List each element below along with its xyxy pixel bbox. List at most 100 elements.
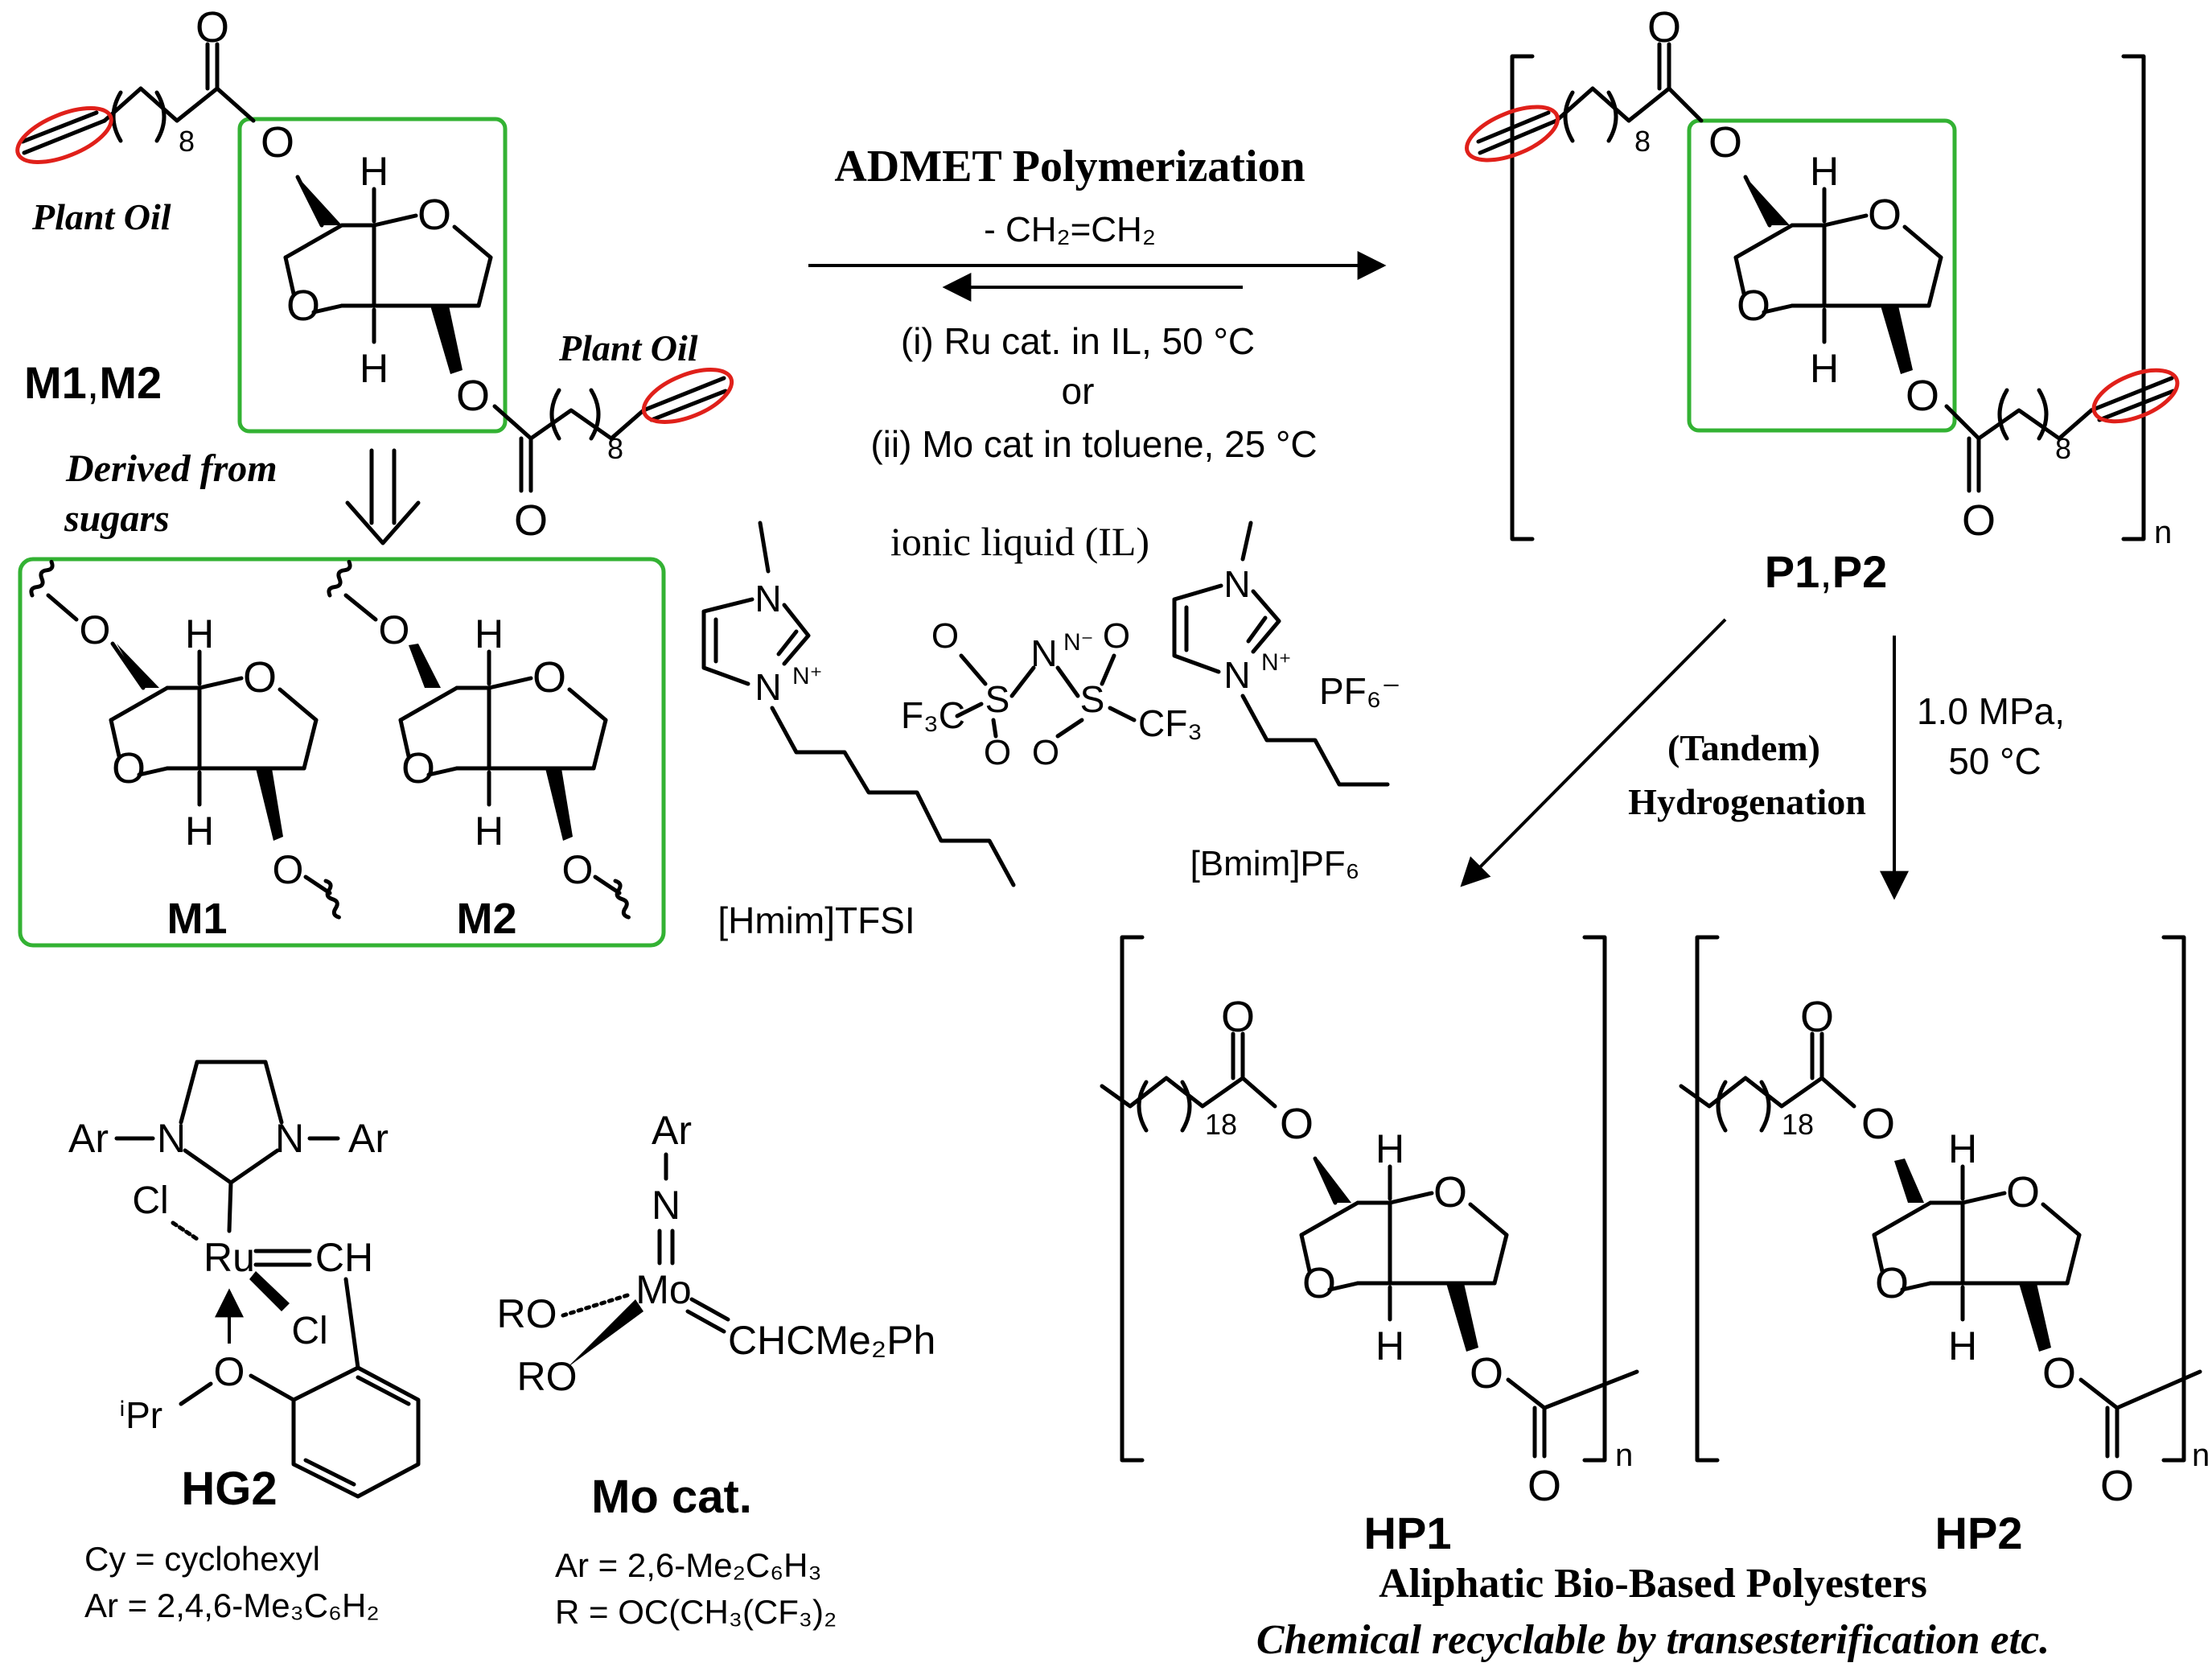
svg-text:Ar: Ar xyxy=(68,1116,109,1161)
isosorbide-highlight-box xyxy=(1687,118,1957,433)
svg-text:N: N xyxy=(754,578,781,619)
condition-or: or xyxy=(1062,370,1095,412)
svg-text:8: 8 xyxy=(2055,432,2071,465)
svg-text:O: O xyxy=(1708,118,1742,167)
mo-definition: R = OC(CH₃(CF₃)₂ xyxy=(555,1593,837,1631)
repeat-n: n xyxy=(2192,1438,2210,1473)
monomer-label: M1,M2 xyxy=(24,357,162,408)
products-subheading: Chemical recyclable by transesterificati… xyxy=(1256,1617,2050,1663)
svg-text:O: O xyxy=(261,118,294,167)
svg-text:Cl: Cl xyxy=(291,1310,327,1352)
m2-structure: O O xyxy=(327,560,632,918)
svg-text:O: O xyxy=(195,3,229,51)
svg-text:S: S xyxy=(985,678,1010,720)
svg-text:N: N xyxy=(754,666,781,708)
svg-text:O: O xyxy=(562,847,594,892)
ionic-liquid-heading: ionic liquid (IL) xyxy=(890,519,1149,564)
svg-text:O: O xyxy=(214,1349,245,1394)
isomer-box xyxy=(18,557,666,948)
svg-text:F₃C: F₃C xyxy=(901,694,965,736)
chain-subscript: 8 xyxy=(607,432,623,465)
pf6-anion: PF₆⁻ xyxy=(1319,670,1401,712)
svg-text:O: O xyxy=(1221,993,1255,1041)
repeat-bracket-left xyxy=(1510,54,1535,541)
svg-text:Ar: Ar xyxy=(652,1108,692,1153)
hp2-structure: O O 18 O O xyxy=(1679,935,2202,1510)
svg-text:N: N xyxy=(652,1183,680,1228)
repeat-bracket-right xyxy=(2121,54,2146,541)
repeat-bracket-right xyxy=(2161,935,2186,1463)
svg-text:Ar: Ar xyxy=(348,1116,389,1161)
svg-text:N: N xyxy=(1223,563,1250,605)
terminal-alkene-marker xyxy=(1465,105,1560,163)
svg-text:O: O xyxy=(1527,1462,1561,1510)
hg2-definition: Ar = 2,4,6-Me₃C₆H₂ xyxy=(84,1587,380,1624)
svg-text:N: N xyxy=(1223,654,1250,696)
byproduct-label: - CH₂=CH₂ xyxy=(984,210,1156,249)
m1-label: M1 xyxy=(167,895,227,943)
svg-text:O: O xyxy=(1032,733,1059,772)
m1-structure: O O xyxy=(30,560,343,918)
hp2-label: HP2 xyxy=(1935,1508,2023,1558)
svg-text:ⁱPr: ⁱPr xyxy=(119,1394,162,1436)
svg-text:O: O xyxy=(1470,1349,1503,1397)
svg-text:O: O xyxy=(984,733,1011,772)
mo-catalyst-label: Mo cat. xyxy=(591,1471,752,1523)
repeat-bracket-left xyxy=(1120,935,1145,1463)
svg-text:O: O xyxy=(80,607,111,652)
svg-text:CF₃: CF₃ xyxy=(1138,702,1203,744)
polymer-structure: O O 8 O O 8 xyxy=(1465,3,2180,545)
polymer-label: P1,P2 xyxy=(1765,546,1888,597)
hmim-name: [Hmim]TFSI xyxy=(717,899,915,941)
svg-text:O: O xyxy=(514,496,548,545)
svg-text:CHCMe₂Ph: CHCMe₂Ph xyxy=(728,1318,935,1363)
svg-text:Mo: Mo xyxy=(635,1267,691,1312)
temperature-label: 50 °C xyxy=(1948,740,2041,782)
svg-text:O: O xyxy=(1800,993,1834,1041)
condition-ru: (i) Ru cat. in IL, 50 °C xyxy=(901,320,1255,362)
svg-text:O: O xyxy=(273,847,304,892)
mo-definition: Ar = 2,6-Me₂C₆H₃ xyxy=(555,1546,822,1584)
svg-text:N⁺: N⁺ xyxy=(1261,649,1292,676)
svg-text:N⁻: N⁻ xyxy=(1063,629,1094,656)
svg-text:RO: RO xyxy=(517,1354,578,1399)
svg-text:O: O xyxy=(1280,1100,1314,1148)
terminal-alkene-marker xyxy=(15,106,113,164)
svg-text:O: O xyxy=(456,372,490,420)
svg-text:O: O xyxy=(1906,372,1939,420)
condition-mo: (ii) Mo cat in toluene, 25 °C xyxy=(870,423,1317,465)
hg2-label: HG2 xyxy=(181,1463,277,1515)
svg-text:N: N xyxy=(1030,632,1057,674)
svg-text:N: N xyxy=(275,1116,304,1161)
m2-label: M2 xyxy=(456,895,516,943)
svg-text:O: O xyxy=(1861,1100,1895,1148)
hp1-structure: O O 18 O O xyxy=(1100,935,1639,1510)
hmim-structure: N N N⁺ xyxy=(701,521,1016,887)
svg-text:RO: RO xyxy=(497,1291,557,1336)
reaction-title: ADMET Polymerization xyxy=(834,142,1305,191)
svg-text:Cl: Cl xyxy=(132,1179,168,1222)
svg-text:O: O xyxy=(379,607,410,652)
svg-text:O: O xyxy=(1647,3,1681,51)
pressure-label: 1.0 MPa, xyxy=(1917,690,2065,732)
repeat-bracket-left xyxy=(1695,935,1720,1463)
svg-text:Ru: Ru xyxy=(204,1235,255,1280)
bmim-name: [Bmim]PF₆ xyxy=(1190,844,1360,883)
svg-text:CH: CH xyxy=(315,1235,373,1280)
hg2-structure: Ar N N Ar Cl Ru CH Cl O ⁱPr xyxy=(68,1060,421,1499)
svg-text:O: O xyxy=(1962,496,1996,545)
retrosynthetic-arrow xyxy=(345,448,421,545)
tandem-label: (Tandem) xyxy=(1667,727,1820,768)
hp1-label: HP1 xyxy=(1364,1508,1452,1558)
hg2-definition: Cy = cyclohexyl xyxy=(84,1540,320,1578)
derived-from-label: sugars xyxy=(64,497,170,540)
repeat-n: n xyxy=(1615,1438,1633,1473)
hydrogenation-label: Hydrogenation xyxy=(1628,781,1866,822)
svg-text:18: 18 xyxy=(1205,1108,1237,1141)
tfsi-anion: F₃C S O O N N⁻ S O O CF₃ xyxy=(901,616,1203,772)
svg-text:O: O xyxy=(931,616,959,656)
monomer-structure: O O 8 O O 8 xyxy=(15,3,734,545)
bmim-structure: N N N⁺ PF₆⁻ xyxy=(1172,521,1401,787)
plant-oil-label: Plant Oil xyxy=(558,327,698,368)
